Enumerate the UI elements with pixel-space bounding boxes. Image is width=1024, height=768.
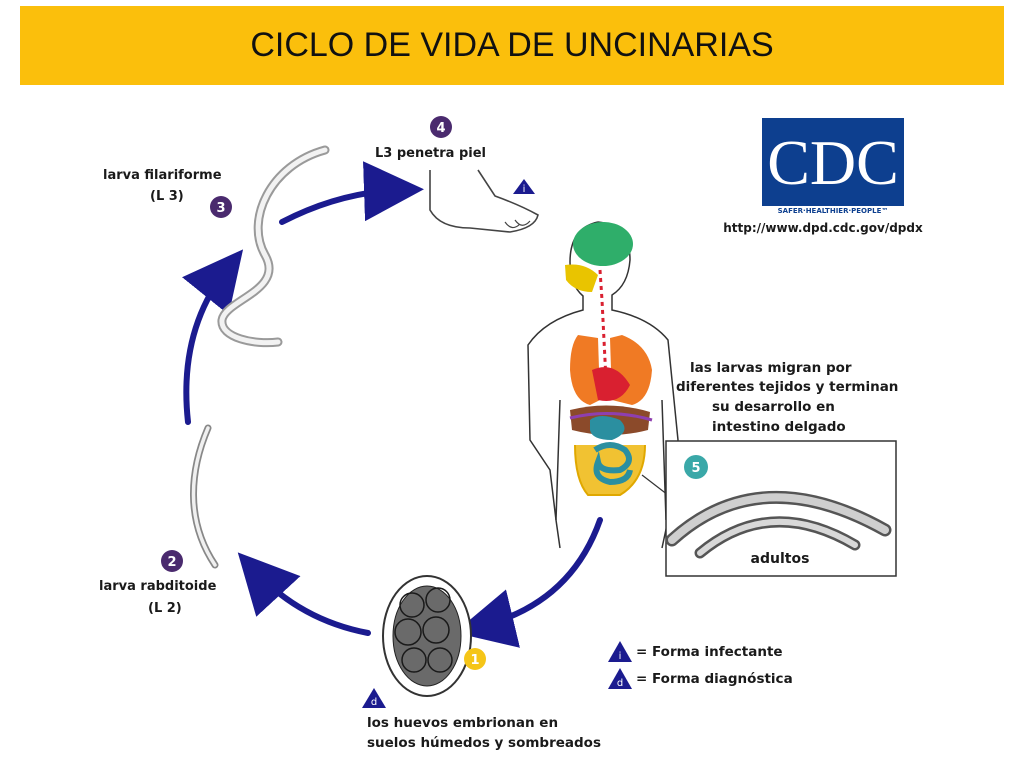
stage-2-label: larva rabditoide bbox=[99, 579, 217, 594]
stage-3-badge bbox=[210, 196, 232, 218]
stage-5-number: 5 bbox=[691, 461, 700, 476]
legend: i = Forma infectante d = Forma diagnósti… bbox=[608, 641, 793, 689]
stage-2-badge bbox=[161, 550, 183, 572]
infective-marker-icon bbox=[513, 179, 535, 194]
arrow-2-to-3 bbox=[182, 249, 244, 425]
foot-image bbox=[429, 169, 539, 233]
migration-line-3: su desarrollo en bbox=[712, 399, 835, 415]
eggs-line-1: los huevos embrionan en bbox=[367, 715, 558, 731]
migration-text: las larvas migran por diferentes tejidos… bbox=[676, 360, 898, 435]
heart-shape bbox=[592, 367, 630, 401]
cdc-logo: CDC SAFER·HEALTHIER·PEOPLE™ http://www.d… bbox=[723, 118, 923, 235]
cdc-url: http://www.dpd.cdc.gov/dpdx bbox=[723, 221, 923, 235]
left-lung-shape bbox=[570, 335, 600, 405]
human-body-image bbox=[527, 221, 679, 549]
diagnostic-marker-icon bbox=[362, 688, 386, 708]
stage-4-label: L3 penetra piel bbox=[375, 146, 486, 161]
brain-shape bbox=[573, 222, 633, 266]
legend-diagnostic-label: = Forma diagnóstica bbox=[636, 671, 793, 687]
cycle-arrows bbox=[182, 161, 603, 648]
arrow-3-to-4 bbox=[279, 161, 424, 225]
cdc-tagline: SAFER·HEALTHIER·PEOPLE™ bbox=[778, 207, 889, 215]
stage-2-number: 2 bbox=[167, 555, 176, 570]
stage-1-group: 1 d los huevos embrionan en suelos húmed… bbox=[362, 575, 601, 751]
legend-infective-label: = Forma infectante bbox=[636, 644, 783, 660]
stage-5-label: adultos bbox=[751, 551, 810, 567]
stage-5-group: 5 adultos bbox=[641, 440, 897, 577]
legend-infective-icon bbox=[608, 641, 632, 662]
stage-3-number: 3 bbox=[216, 201, 225, 216]
stage-2-group: 2 larva rabditoide (L 2) bbox=[99, 424, 219, 616]
title-bar: CICLO DE VIDA DE UNCINARIAS bbox=[20, 6, 1004, 85]
slide-title: CICLO DE VIDA DE UNCINARIAS bbox=[250, 26, 774, 64]
svg-text:i: i bbox=[523, 184, 526, 195]
eggs-line-2: suelos húmedos y sombreados bbox=[367, 735, 601, 751]
stage-3-label: larva filariforme bbox=[103, 168, 222, 183]
stage-4-badge bbox=[430, 116, 452, 138]
stage-4-group: 4 L3 penetra piel i bbox=[375, 116, 539, 233]
filariform-larva-image bbox=[217, 145, 330, 348]
stage-5-badge bbox=[684, 455, 708, 479]
migration-line-2: diferentes tejidos y terminan bbox=[676, 379, 898, 395]
stage-2-sublabel: (L 2) bbox=[148, 601, 182, 616]
stage-1-badge bbox=[464, 648, 486, 670]
svg-text:d: d bbox=[617, 678, 623, 689]
stage-3-group: larva filariforme (L 3) 3 bbox=[103, 145, 330, 348]
small-intestine-shape bbox=[593, 442, 633, 486]
migration-line-4: intestino delgado bbox=[712, 419, 846, 435]
arrow-5-to-1 bbox=[454, 517, 603, 648]
arrow-1-to-2 bbox=[237, 552, 371, 636]
cdc-logo-text: CDC bbox=[767, 127, 899, 198]
stage-1-number: 1 bbox=[470, 653, 479, 668]
migration-line-1: las larvas migran por bbox=[690, 360, 852, 376]
svg-text:i: i bbox=[619, 651, 622, 662]
stage-3-sublabel: (L 3) bbox=[150, 189, 184, 204]
svg-text:d: d bbox=[371, 697, 377, 708]
legend-diagnostic-icon bbox=[608, 668, 632, 689]
stage-4-number: 4 bbox=[436, 121, 445, 136]
